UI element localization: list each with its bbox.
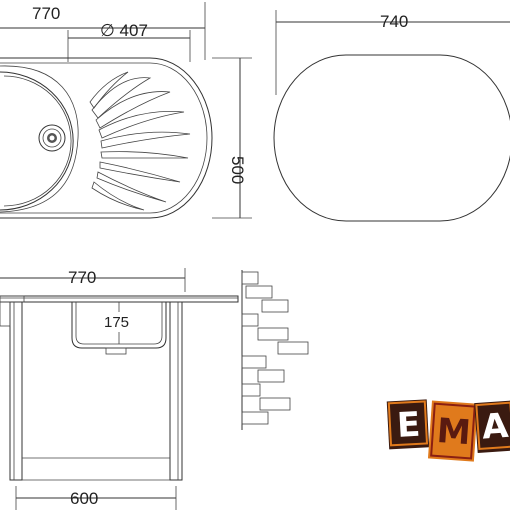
logo-letter-m: M xyxy=(436,411,473,453)
ema-logo: E M A xyxy=(386,399,510,462)
drain-outlet xyxy=(105,347,127,355)
top-width-label: 770 xyxy=(32,4,60,23)
brick-wall xyxy=(241,270,309,430)
countertop xyxy=(0,295,239,303)
cabinet xyxy=(0,301,183,481)
cutout-outline xyxy=(273,54,510,222)
sink-outline xyxy=(0,57,213,219)
bowl-depth-label: 175 xyxy=(104,314,129,331)
drain xyxy=(38,124,66,152)
round-bowl xyxy=(0,71,74,211)
cutout-view: 740 xyxy=(273,10,510,222)
top-depth-label: 500 xyxy=(228,156,247,184)
cutout-width-label: 740 xyxy=(380,12,408,31)
cabinet-width-label: 600 xyxy=(70,489,98,508)
drainer-grooves xyxy=(89,71,191,211)
bowl-diameter-label: ∅ 407 xyxy=(100,21,148,40)
logo-letter-a: A xyxy=(481,406,510,448)
section-width-label: 770 xyxy=(68,268,96,287)
section-view: 770 175 600 xyxy=(0,268,309,510)
top-view: 770 ∅ 407 xyxy=(0,2,252,219)
logo-letter-e: E xyxy=(396,405,421,446)
